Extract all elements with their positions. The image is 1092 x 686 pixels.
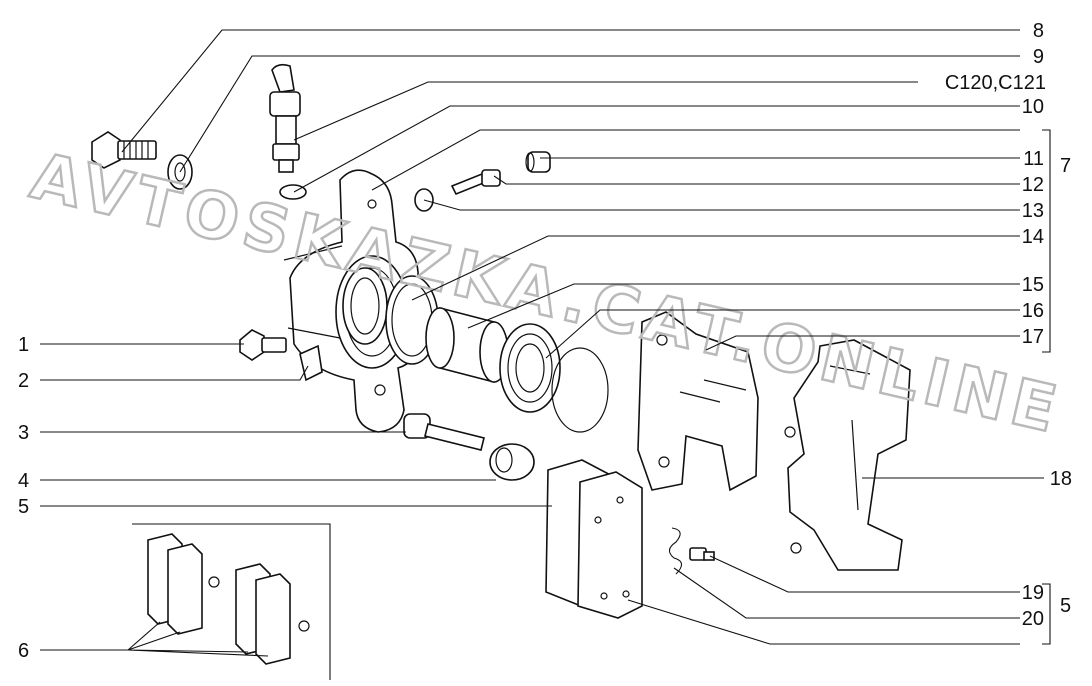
leader-7-ref (371, 129, 1020, 191)
leader-5-right (627, 599, 1020, 645)
callout-6: 6 (18, 640, 29, 662)
leader-lines (40, 29, 1051, 657)
part-1-bolt (239, 329, 287, 361)
leader-8 (121, 29, 1020, 153)
group-label-7: 7 (1060, 155, 1071, 177)
callout-12: 12 (1022, 174, 1044, 196)
part-2-clip (299, 344, 323, 382)
leader-12 (493, 175, 1020, 185)
callout-9: 9 (1033, 46, 1044, 68)
leader-15 (467, 283, 1020, 329)
callout-4: 4 (18, 470, 29, 492)
leader-20 (673, 567, 1020, 619)
part-18-bracket (784, 339, 911, 571)
leader-2 (40, 365, 309, 381)
callout-17: 17 (1022, 326, 1044, 348)
leader-19 (709, 555, 1020, 593)
leader-14 (411, 235, 1020, 301)
callouts-left: 1 2 3 4 5 6 (18, 334, 29, 662)
callout-19: 19 (1022, 582, 1044, 604)
group-bracket-5 (1042, 583, 1051, 645)
callout-2: 2 (18, 370, 29, 392)
parts-drawing (91, 63, 911, 680)
callout-1: 1 (18, 334, 29, 356)
callout-sensor: C120,C121 (945, 72, 1046, 94)
part-16-dust-boot (499, 323, 609, 433)
callout-13: 13 (1022, 200, 1044, 222)
callout-10: 10 (1022, 96, 1044, 118)
part-5-pads (545, 459, 643, 619)
leader-9 (179, 55, 1020, 173)
part-3-guide-pin (403, 413, 485, 451)
callout-5: 5 (18, 496, 29, 518)
part-20-spring (668, 527, 683, 575)
leader-sensor (293, 81, 918, 141)
leader-13 (423, 199, 1020, 211)
leader-17 (705, 335, 1020, 351)
leader-16 (545, 309, 1020, 359)
callout-16: 16 (1022, 300, 1044, 322)
leader-6 (40, 621, 269, 657)
group-bracket-7 (1042, 129, 1051, 353)
part-4-boot (489, 443, 535, 481)
callout-18: 18 (1050, 468, 1072, 490)
callout-8: 8 (1033, 20, 1044, 42)
callouts-right: 8 9 C120,C121 10 11 12 13 14 15 16 17 18… (945, 20, 1072, 630)
callout-14: 14 (1022, 226, 1044, 248)
part-12-bleed-screw (450, 169, 501, 196)
callout-20: 20 (1022, 608, 1044, 630)
part-sensor (269, 63, 301, 173)
part-17-carrier (637, 311, 759, 492)
part-11-cap (525, 151, 551, 173)
part-6-pad-kit (132, 523, 331, 680)
group-label-5: 5 (1060, 595, 1071, 617)
callout-11: 11 (1023, 148, 1044, 170)
callout-3: 3 (18, 422, 29, 444)
part-15-piston (425, 306, 509, 384)
callout-15: 15 (1022, 274, 1044, 296)
part-19-bolt (689, 547, 715, 561)
leader-10 (293, 105, 1020, 193)
